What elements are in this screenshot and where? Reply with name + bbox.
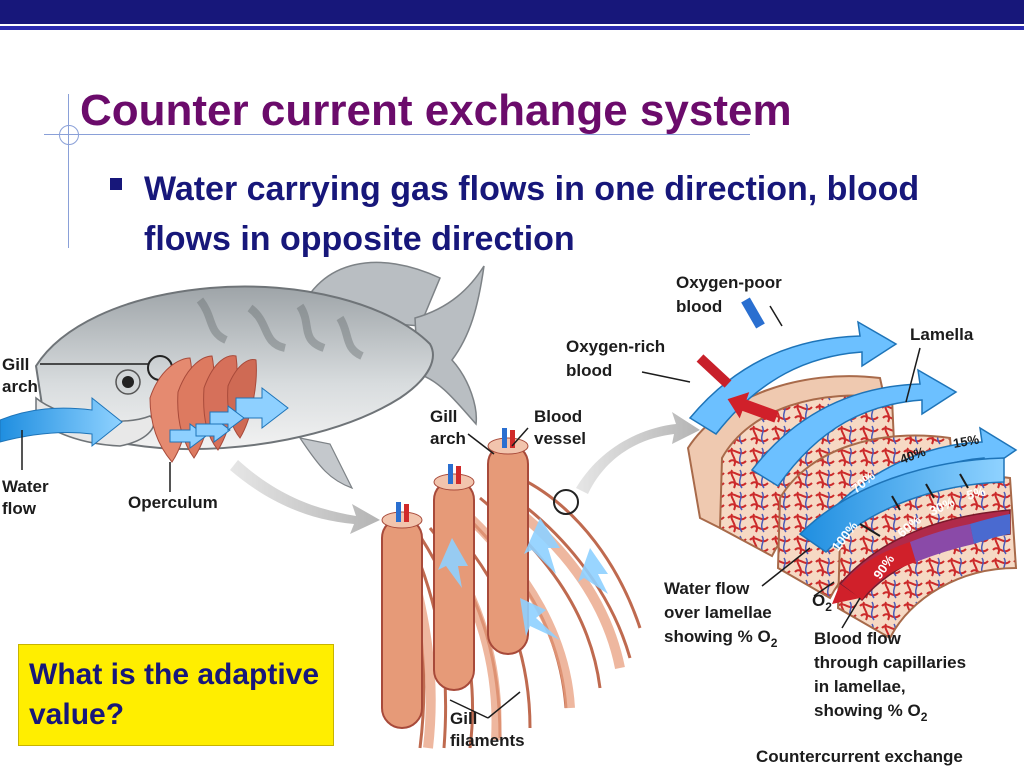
gill-filament-bundle — [381, 428, 642, 749]
connector-arrow-filaments-to-lamellae — [576, 412, 700, 494]
label-oxygen-poor-blood: Oxygen-poor blood — [676, 273, 787, 316]
bullet-text: Water carrying gas flows in one directio… — [144, 170, 920, 258]
label-blood-vessel: Blood vessel — [534, 407, 587, 448]
label-oxygen-rich-blood: Oxygen-rich blood — [566, 337, 670, 380]
label-blood-flow-through-capillaries: Blood flow through capillaries in lamell… — [814, 629, 971, 724]
slide-top-bar — [0, 0, 1024, 30]
connector-arrow-fish-to-filaments — [230, 460, 380, 534]
question-text: What is the adaptive value? — [29, 658, 320, 731]
slide-top-bar-accent — [0, 26, 1024, 30]
label-gill-filaments: Gill filaments — [450, 709, 525, 750]
label-water-flow: Water flow — [2, 477, 53, 518]
question-callout-box: What is the adaptive value? — [18, 644, 334, 746]
label-operculum: Operculum — [128, 493, 218, 512]
water-percent-15: 15% — [952, 432, 981, 451]
label-lamella: Lamella — [910, 325, 974, 344]
slide-title: Counter current exchange system — [80, 86, 792, 135]
blood-percent-5: 5% — [965, 483, 987, 502]
label-water-flow-over-lamellae: Water flow over lamellae showing % O2 — [664, 579, 778, 650]
label-gill-arch-2: Gill arch — [430, 407, 466, 448]
gill-diagram: Gill arch Water flow Operculum — [0, 261, 1018, 766]
fish-illustration — [0, 261, 485, 490]
decorative-horizontal-line — [44, 134, 750, 135]
figure-caption: Countercurrent exchange — [756, 747, 963, 766]
decorative-circle — [59, 125, 79, 145]
decorative-vertical-line — [68, 94, 69, 248]
label-gill-arch-1: Gill arch — [2, 355, 38, 396]
label-o2: O2 — [812, 591, 832, 614]
lamellae-diagram — [686, 297, 1018, 640]
bullet-square-icon — [110, 178, 122, 190]
